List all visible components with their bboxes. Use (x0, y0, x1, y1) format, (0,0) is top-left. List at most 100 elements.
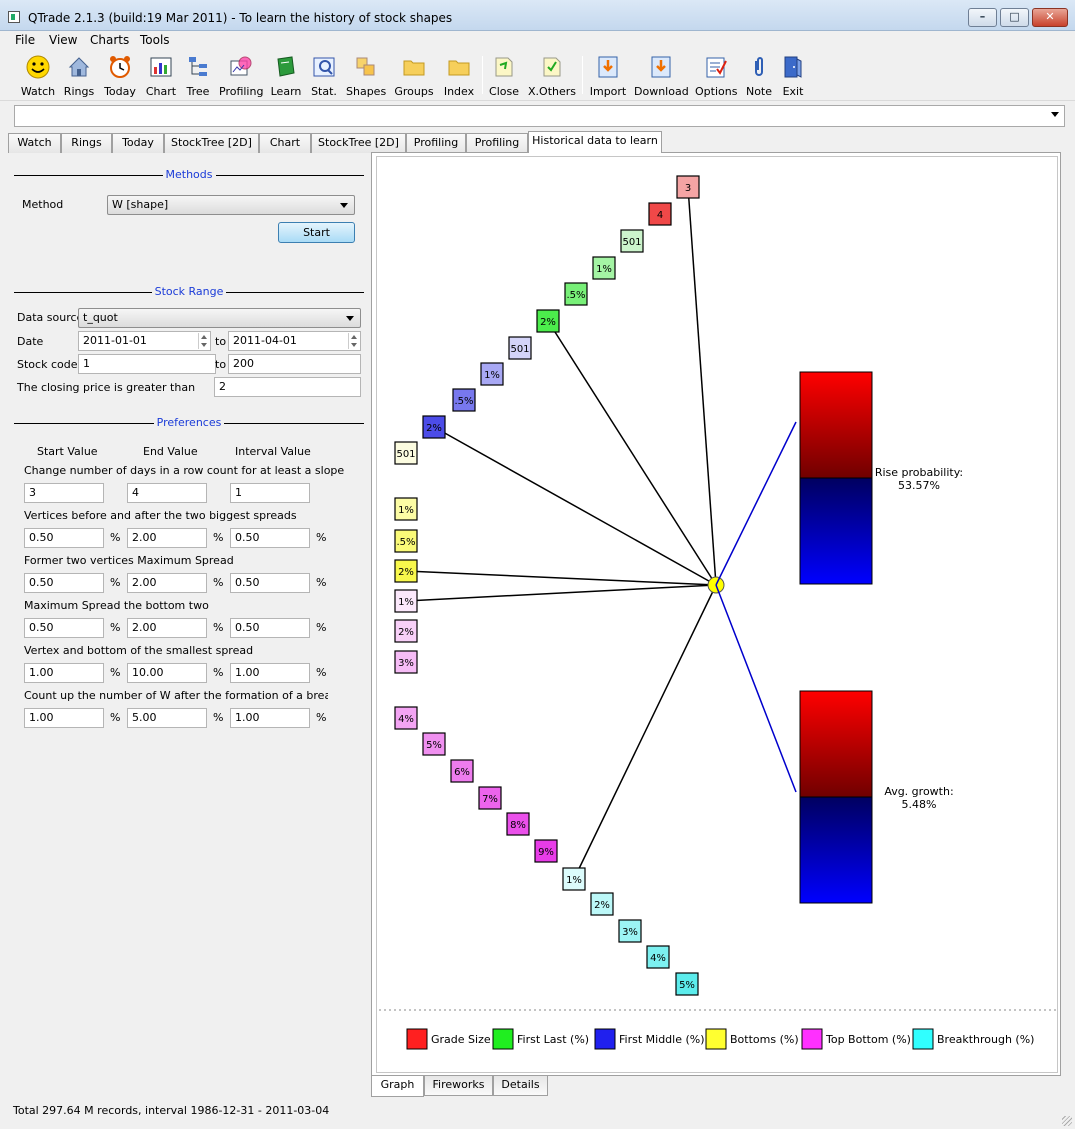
import-button[interactable]: Import (589, 55, 627, 99)
status-bar: Total 297.64 M records, interval 1986-12… (13, 1104, 330, 1117)
exit-label: Exit (782, 85, 804, 98)
pref-start-input[interactable]: 0.50 (24, 573, 104, 593)
start-button[interactable]: Start (278, 222, 355, 243)
close-button[interactable]: Close (488, 55, 520, 99)
stock-range-section-header: Stock Range (14, 285, 364, 299)
tab-profiling[interactable]: Profiling (406, 133, 466, 153)
pref-interval-input[interactable]: 1.00 (230, 708, 310, 728)
tree-button[interactable]: Tree (184, 55, 212, 99)
graph-node-box (422, 415, 446, 439)
groups-button[interactable]: Groups (394, 55, 434, 99)
note-button[interactable]: Note (745, 55, 773, 99)
menu-file[interactable]: File (15, 33, 36, 47)
legend-swatch (492, 1028, 514, 1050)
date-from-input[interactable]: 2011-01-01 (78, 331, 211, 351)
stock-code-to-label: to (215, 358, 227, 371)
chart-label: Chart (145, 85, 177, 98)
chevron-down-icon (1051, 112, 1059, 117)
closing-price-input[interactable]: 2 (214, 377, 361, 397)
command-combo[interactable] (14, 105, 1065, 127)
avg-growth-label: Avg. growth: (884, 785, 953, 798)
graph-node-box (564, 282, 588, 306)
date-to-spinner[interactable] (348, 333, 359, 349)
tab-stocktree-2d[interactable]: StockTree [2D] (311, 133, 406, 153)
rise-probability-value: 53.57% (898, 479, 940, 492)
legend-label: First Last (%) (517, 1033, 589, 1046)
pref-start-input[interactable]: 1.00 (24, 708, 104, 728)
pref-interval-input[interactable]: 1.00 (230, 663, 310, 683)
pref-end-input[interactable]: 4 (127, 483, 207, 503)
stock-code-to-input[interactable]: 200 (228, 354, 361, 374)
tab-details[interactable]: Details (493, 1076, 548, 1096)
date-to-input[interactable]: 2011-04-01 (228, 331, 361, 351)
alarm-clock-icon (110, 56, 130, 78)
date-from-spinner[interactable] (198, 333, 209, 349)
graph-node-first_last: 2% (536, 309, 560, 333)
tab-chart[interactable]: Chart (259, 133, 311, 153)
shapes-button[interactable]: Shapes (346, 55, 386, 99)
stock-code-from-input[interactable]: 1 (78, 354, 216, 374)
pref-end-input[interactable]: 5.00 (127, 708, 207, 728)
today-button[interactable]: Today (102, 55, 138, 99)
graph-node-box (452, 388, 476, 412)
method-select[interactable]: W [shape] (107, 195, 355, 215)
pref-start-input[interactable]: 0.50 (24, 618, 104, 638)
shapes-icon (356, 57, 375, 76)
pref-label-vertices-spreads: Vertices before and after the two bigges… (24, 509, 297, 522)
graph-node-label: 1% (398, 597, 414, 608)
options-button[interactable]: Options (695, 55, 737, 99)
pref-interval-input[interactable]: 0.50 (230, 573, 310, 593)
pref-interval-input[interactable]: 1 (230, 483, 310, 503)
closing-price-label: The closing price is greater than (17, 381, 196, 394)
graph-node-label: 1% (566, 875, 582, 886)
profiling-button[interactable]: Profiling (219, 55, 263, 99)
minimize-button[interactable]: – (968, 8, 997, 27)
legend-swatch (594, 1028, 616, 1050)
pref-end-input[interactable]: 2.00 (127, 573, 207, 593)
index-button[interactable]: Index (442, 55, 476, 99)
tab-rings[interactable]: Rings (61, 133, 112, 153)
data-source-select[interactable]: t_quot (78, 308, 361, 328)
tab-stocktree-2d[interactable]: StockTree [2D] (164, 133, 259, 153)
folder-icon (403, 60, 425, 76)
chevron-down-icon (346, 316, 354, 321)
pref-interval-input[interactable]: 0.50 (230, 528, 310, 548)
pref-end-input[interactable]: 10.00 (127, 663, 207, 683)
tab-today[interactable]: Today (112, 133, 164, 153)
tab-graph[interactable]: Graph (371, 1076, 424, 1097)
watch-button[interactable]: Watch (19, 55, 57, 99)
pref-end-input[interactable]: 2.00 (127, 528, 207, 548)
menu-charts[interactable]: Charts (90, 33, 130, 47)
download-button[interactable]: Download (634, 55, 689, 99)
toolbar-separator (582, 56, 583, 94)
maximize-button[interactable]: □ (1000, 8, 1029, 27)
pref-interval-input[interactable]: 0.50 (230, 618, 310, 638)
pref-label-bottom-spread: Maximum Spread the bottom two (24, 599, 209, 612)
chart-button[interactable]: Chart (145, 55, 177, 99)
menu-tools[interactable]: Tools (140, 33, 170, 47)
menu-view[interactable]: View (49, 33, 78, 47)
graph-node-breakthrough: 5% (675, 972, 699, 996)
pref-start-input[interactable]: 0.50 (24, 528, 104, 548)
tab-historical-data[interactable]: Historical data to learn (528, 131, 662, 153)
pref-end-input[interactable]: 2.00 (127, 618, 207, 638)
pref-start-input[interactable]: 1.00 (24, 663, 104, 683)
graph-edges (405, 186, 717, 880)
exit-button[interactable]: Exit (780, 55, 806, 99)
tab-profiling[interactable]: Profiling (466, 133, 528, 153)
rings-button[interactable]: Rings (62, 55, 96, 99)
resize-grip[interactable] (1062, 1116, 1072, 1126)
tab-fireworks[interactable]: Fireworks (424, 1076, 493, 1096)
graph-node-first_middle: .5% (452, 388, 476, 412)
graph-node-top_bottom: 2% (394, 619, 418, 643)
stat-button[interactable]: Stat. (310, 55, 338, 99)
xothers-button[interactable]: X.Others (528, 55, 576, 99)
graph-node-label: 6% (454, 767, 470, 778)
tab-watch[interactable]: Watch (8, 133, 61, 153)
xothers-label: X.Others (528, 85, 576, 98)
learn-button[interactable]: Learn (270, 55, 302, 99)
close-window-button[interactable]: ✕ (1032, 8, 1068, 27)
pref-start-input[interactable]: 3 (24, 483, 104, 503)
